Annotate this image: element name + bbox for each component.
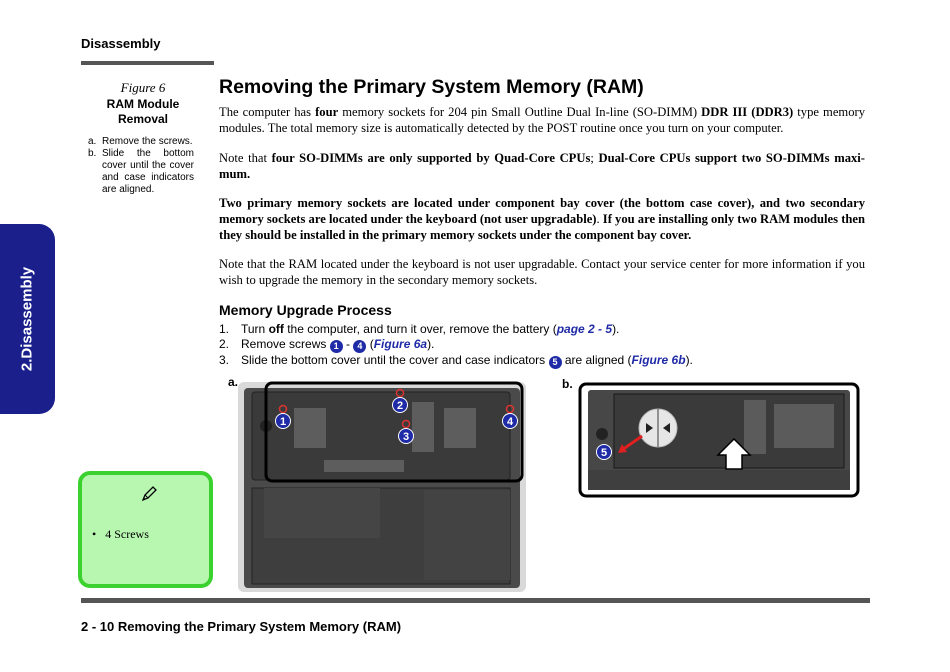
footer-divider: [81, 598, 870, 603]
upgrade-step: 2. Remove screws 1 - 4 (Figure 6a).: [219, 337, 859, 353]
subheading: Memory Upgrade Process: [219, 302, 392, 318]
text-run: The computer has: [219, 105, 316, 119]
text-run: (: [366, 337, 374, 351]
step-number: 2.: [219, 337, 230, 351]
text-run: are aligned (: [561, 353, 632, 367]
page-footer: 2 - 10 Removing the Primary System Memor…: [81, 619, 402, 634]
text-run: Remove screws: [241, 337, 330, 351]
figure-step: b. Slide the bottom cover until the cover…: [88, 148, 194, 196]
figure-title-line-1: RAM Module: [106, 97, 180, 111]
note-box: • 4 Screws: [78, 471, 213, 588]
case-lower-edge: [588, 470, 850, 490]
figure-title-line-2: Removal: [117, 112, 169, 126]
text-run: Turn: [241, 322, 269, 336]
callout-4: 4: [502, 413, 518, 429]
slide-direction-arrow-icon: [716, 437, 752, 470]
figure-title: RAM Module Removal: [96, 97, 190, 127]
chapter-tab[interactable]: [0, 224, 55, 414]
text-run-bold: DDR III (DDR3): [701, 105, 794, 119]
header-divider: [81, 61, 214, 65]
page-title: Removing the Primary System Memory (RAM): [219, 76, 644, 98]
callout-4-text: 4: [507, 416, 514, 428]
figure-steps-list: a. Remove the screws. b. Slide the bottom …: [88, 136, 194, 196]
figure-step: a. Remove the screws.: [88, 136, 194, 148]
text-run: ).: [685, 353, 693, 367]
figure-caption: Figure 6 RAM Module Removal: [96, 80, 190, 127]
screw-hole: [596, 428, 608, 440]
callout-5: 5: [596, 444, 612, 460]
text-run: ).: [612, 322, 620, 336]
laptop-bottom-image-a: 1 2 3 4: [238, 381, 526, 592]
callout-3: 3: [398, 428, 414, 444]
cover-indicator-icon: [663, 423, 670, 433]
highlight-frame: [264, 381, 524, 483]
step-text: Turn off the computer, and turn it over,…: [241, 322, 619, 337]
callout-badge: 5: [548, 356, 562, 369]
step-number: 1.: [219, 322, 230, 336]
vent-grilles: [744, 400, 834, 454]
figure-step-letter: b.: [88, 148, 97, 159]
screw-markers: [278, 388, 515, 429]
page-link[interactable]: page 2 - 5: [556, 322, 613, 336]
laptop-bottom-image-b: 5: [578, 382, 860, 498]
callout-3-text: 3: [403, 431, 409, 443]
text-run-bold: Dual-Core CPUs support two SO-DIMMs maxi…: [219, 151, 865, 181]
text-run: -: [342, 337, 354, 351]
image-label-b: b.: [562, 377, 573, 391]
paragraph-cpu-note: Note that four SO-DIMMs are only support…: [219, 150, 865, 182]
case-indicator-icon: [646, 423, 653, 433]
note-item-text: 4 Screws: [105, 527, 149, 541]
figure-link[interactable]: Figure 6a: [373, 337, 428, 351]
text-run: memory sockets for 204 pin Small Outline…: [338, 105, 702, 119]
callout-1: 1: [275, 413, 291, 429]
text-run: Slide the bottom cover until the cover a…: [241, 353, 549, 367]
text-run: type memory modules. The total memory si…: [219, 105, 865, 135]
callout-1-text: 1: [280, 416, 286, 428]
section-header: Disassembly: [81, 36, 161, 51]
label-area: [264, 488, 380, 538]
text-run-bold: four SO-DIMMs are only supported by Quad…: [271, 151, 591, 165]
chapter-tab-label: 2.Disassembly: [18, 266, 36, 372]
paragraph-intro: The computer has four memory sockets for…: [219, 104, 865, 136]
vent-grilles: [294, 402, 476, 472]
upgrade-step: 3. Slide the bottom cover until the cove…: [219, 353, 859, 369]
text-run: the computer, and turn it over, remove t…: [283, 322, 557, 336]
pointer-arrow: [621, 434, 643, 452]
text-run-bold: off: [268, 322, 284, 336]
step-text: Slide the bottom cover until the cover a…: [241, 353, 693, 369]
callout-2-text: 2: [397, 400, 403, 412]
callout-badge: 4: [353, 340, 367, 353]
text-run-bold: four: [315, 105, 339, 119]
callout-badge: 1: [329, 340, 343, 353]
text-run: .: [596, 212, 603, 226]
text-run-bold: If you are installing only two RAM modul…: [219, 212, 865, 242]
pointer-arrowhead: [618, 444, 627, 453]
callout-5-text: 5: [601, 447, 607, 459]
upgrade-step: 1. Turn off the computer, and turn it ov…: [219, 322, 859, 337]
note-item: • 4 Screws: [92, 527, 149, 541]
callout-2: 2: [392, 397, 408, 413]
pencil-icon: [141, 486, 157, 502]
text-run: ;: [590, 151, 599, 165]
figure-number: Figure 6: [120, 80, 166, 95]
image-label-a: a.: [228, 375, 239, 389]
text-run: Note that: [219, 151, 272, 165]
upgrade-steps-list: 1. Turn off the computer, and turn it ov…: [219, 322, 859, 369]
figure-link[interactable]: Figure 6b: [631, 353, 686, 367]
step-number: 3.: [219, 353, 230, 367]
figure-step-text: Slide the bottom cover until the cover a…: [102, 148, 194, 195]
figure-step-text: Remove the screws.: [102, 136, 193, 147]
paragraph-keyboard-note: Note that the RAM located under the keyb…: [219, 257, 865, 287]
figure-step-letter: a.: [88, 136, 97, 147]
paragraph-socket-location: Two primary memory sockets are located u…: [219, 195, 865, 243]
lower-vent: [424, 490, 510, 580]
step-text: Remove screws 1 - 4 (Figure 6a).: [241, 337, 434, 353]
text-run: ).: [427, 337, 435, 351]
text-run-bold: Two primary memory sockets are located u…: [219, 196, 865, 226]
